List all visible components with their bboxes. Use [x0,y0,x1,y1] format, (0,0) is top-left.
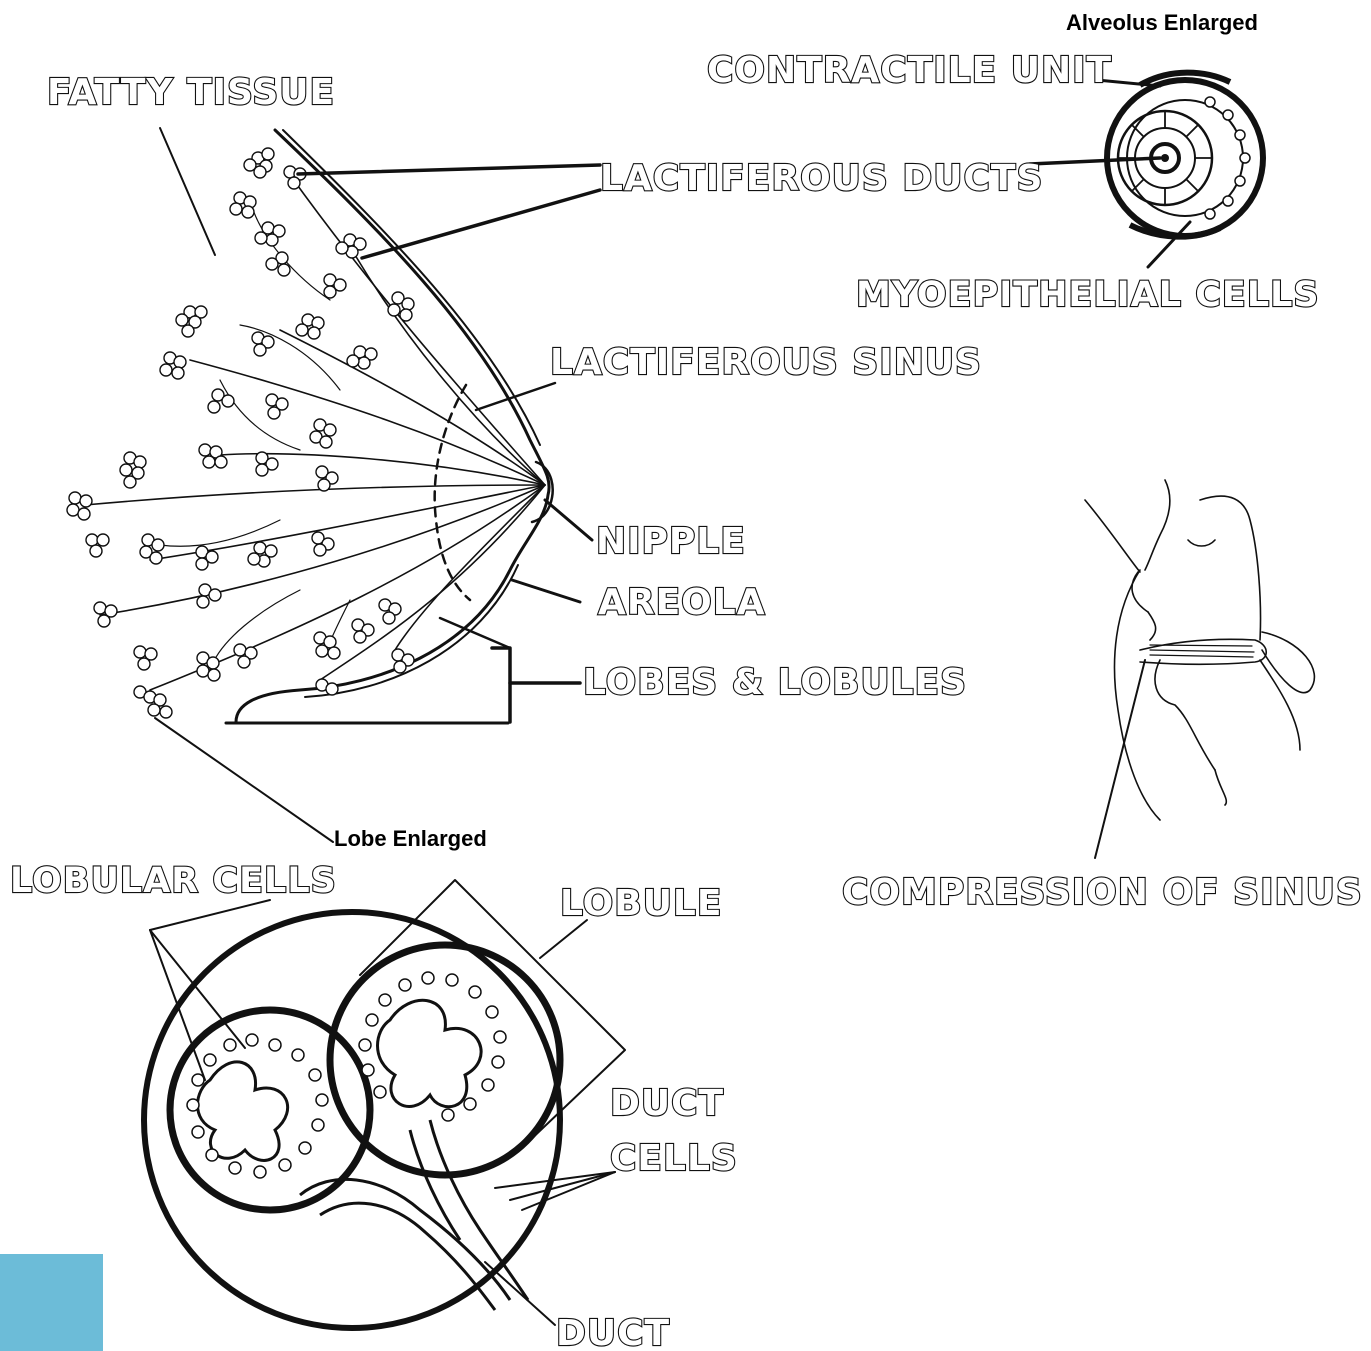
label-lactiferous-sinus: LACTIFEROUS SINUS [550,342,982,383]
label-duct: DUCT [556,1313,670,1351]
label-nipple: NIPPLE [596,521,746,562]
label-lobule: LOBULE [560,883,722,924]
label-lactiferous-ducts: LACTIFEROUS DUCTS [600,158,1043,199]
label-lobes-lobules: LOBES & LOBULES [583,662,967,703]
label-duct-cells-line2: CELLS [610,1138,738,1179]
corner-accent-block [0,1254,103,1351]
label-fatty-tissue: FATTY TISSUE [47,72,335,113]
infant-feeding-sketch [1085,480,1314,858]
label-alveolus-enlarged: Alveolus Enlarged [1066,10,1258,35]
label-lobular-cells: LOBULAR CELLS [10,861,337,901]
label-duct-cells-line1: DUCT [610,1083,724,1124]
label-lobe-enlarged: Lobe Enlarged [334,826,487,851]
label-contractile-unit: CONTRACTILE UNIT [707,50,1112,91]
breast-cross-section [67,128,600,842]
lobule-clusters [67,148,414,718]
label-areola: AREOLA [598,582,766,623]
label-compression-of-sinus: COMPRESSION OF SINUS [842,872,1363,913]
label-myoepithelial-cells: MYOEPITHELIAL CELLS [856,275,1320,315]
alveolus-enlarged [1030,73,1263,267]
lobe-enlarged [144,880,625,1328]
